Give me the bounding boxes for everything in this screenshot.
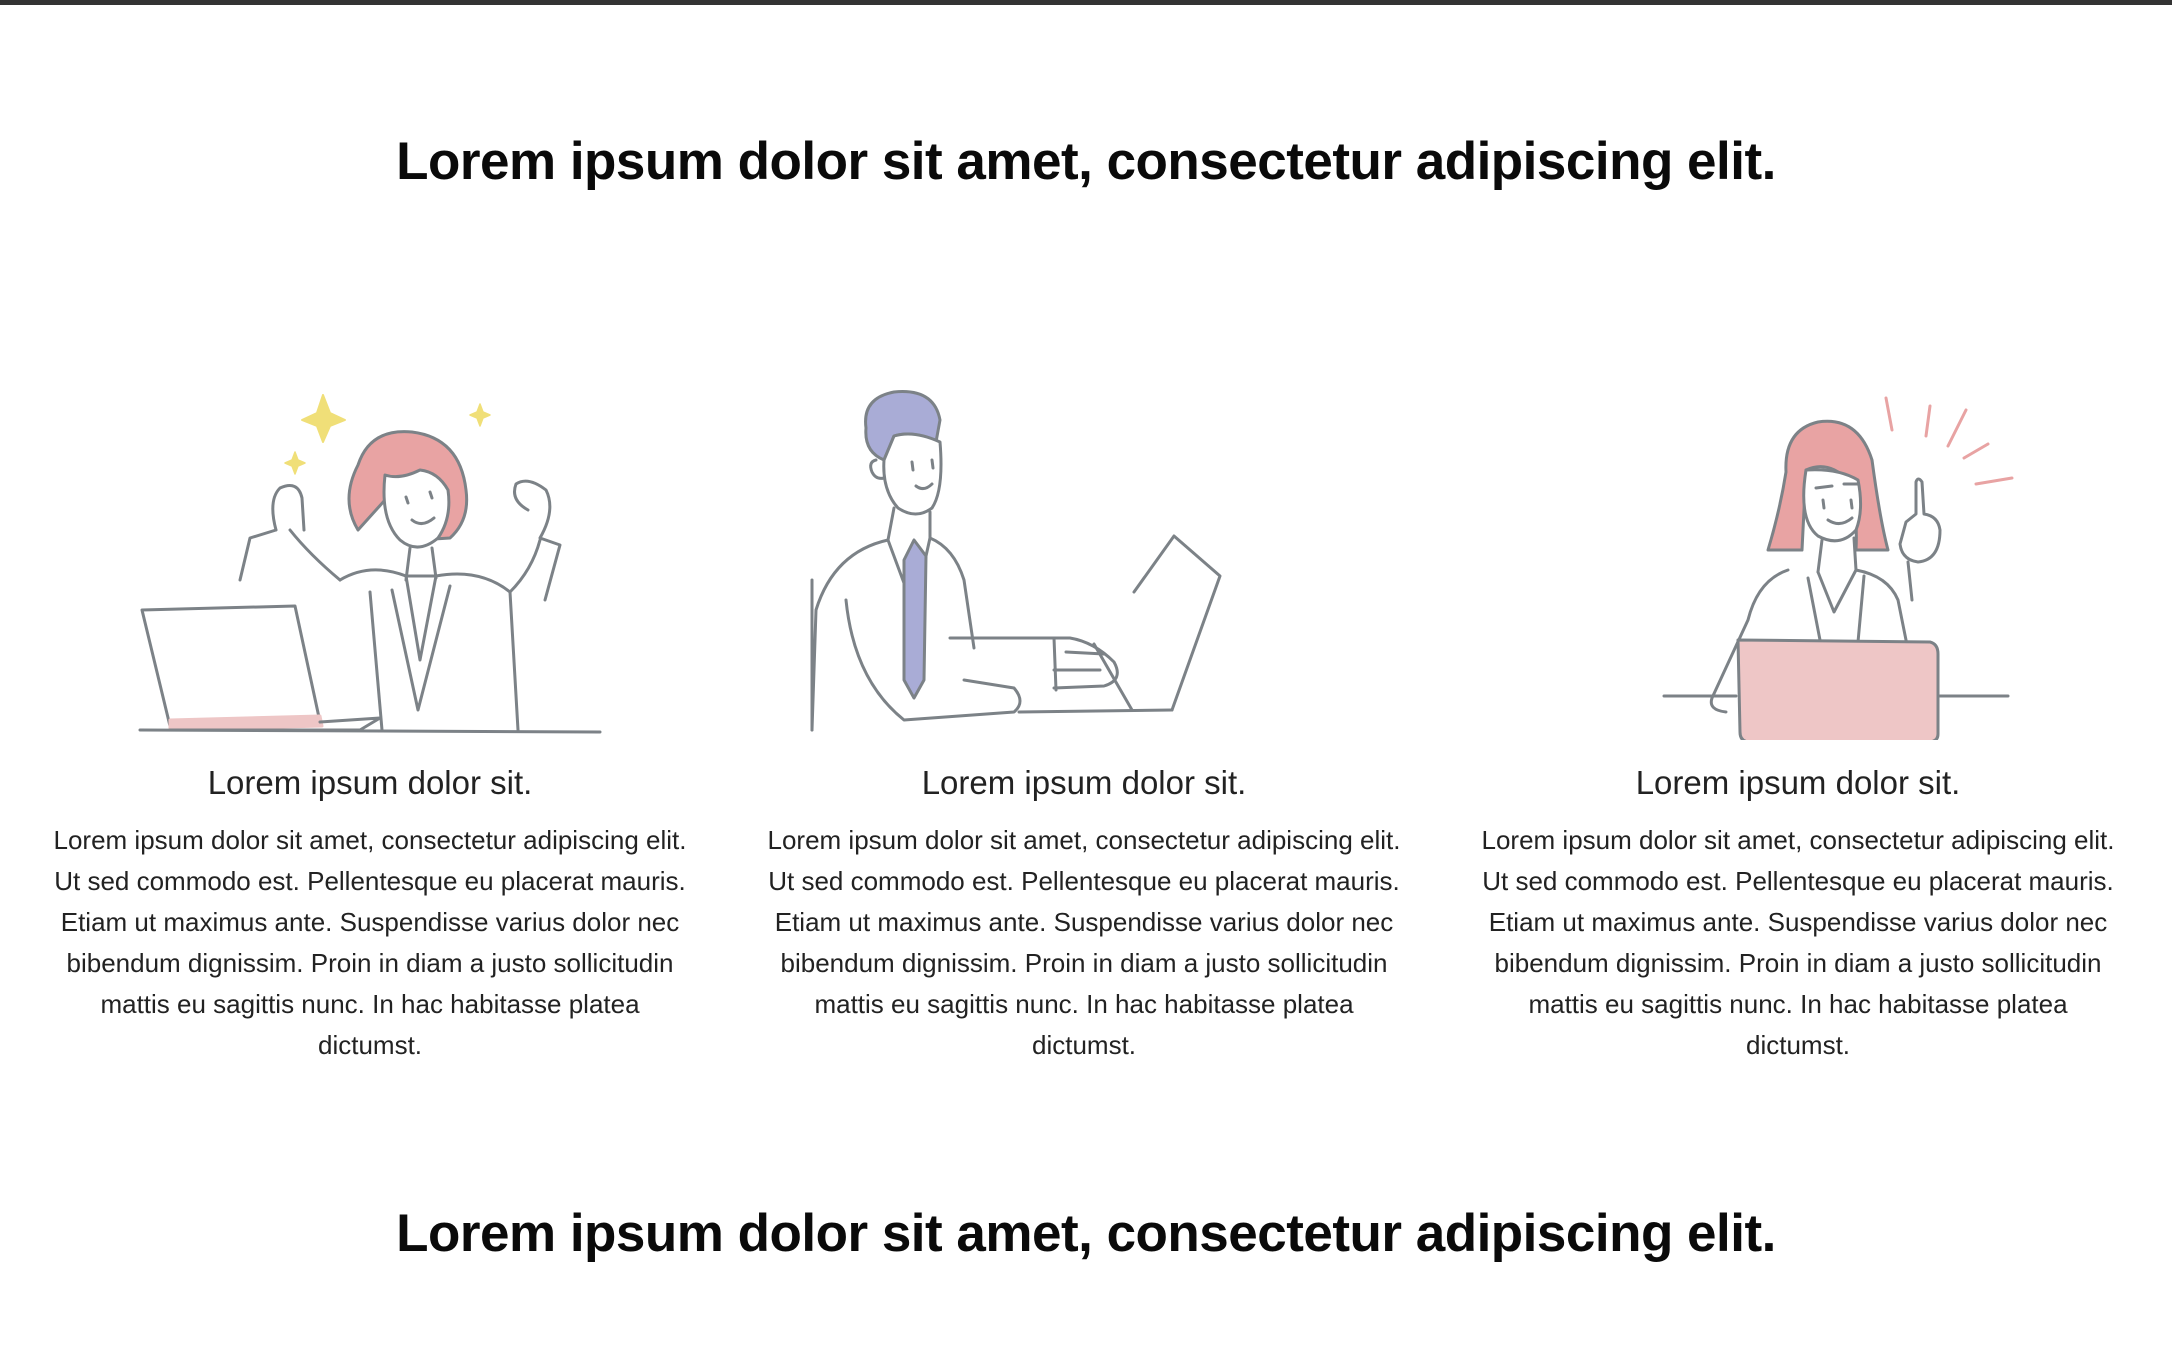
woman-celebrating-at-laptop-icon: [40, 380, 700, 740]
section-heading-bottom: Lorem ipsum dolor sit amet, consectetur …: [396, 1204, 1776, 1263]
feature-card-3: Lorem ipsum dolor sit. Lorem ipsum dolor…: [1468, 380, 2128, 1080]
card-title: Lorem ipsum dolor sit.: [207, 764, 533, 801]
woman-with-idea-at-laptop-icon: [1468, 380, 2128, 740]
top-border-bar: [0, 0, 2172, 5]
card-body: Lorem ipsum dolor sit amet, consectetur …: [1481, 825, 2115, 1060]
section-heading-top: Lorem ipsum dolor sit amet, consectetur …: [396, 132, 1776, 191]
card-title: Lorem ipsum dolor sit.: [1635, 764, 1961, 801]
feature-card-2: Lorem ipsum dolor sit. Lorem ipsum dolor…: [754, 380, 1414, 1080]
feature-cards: Lorem ipsum dolor sit. Lorem ipsum dolor…: [40, 380, 2132, 1080]
card-body: Lorem ipsum dolor sit amet, consectetur …: [767, 825, 1401, 1060]
card-body: Lorem ipsum dolor sit amet, consectetur …: [53, 825, 687, 1060]
card-title: Lorem ipsum dolor sit.: [921, 764, 1247, 801]
feature-card-1: Lorem ipsum dolor sit. Lorem ipsum dolor…: [40, 380, 700, 1080]
man-typing-on-laptop-icon: [754, 380, 1414, 740]
